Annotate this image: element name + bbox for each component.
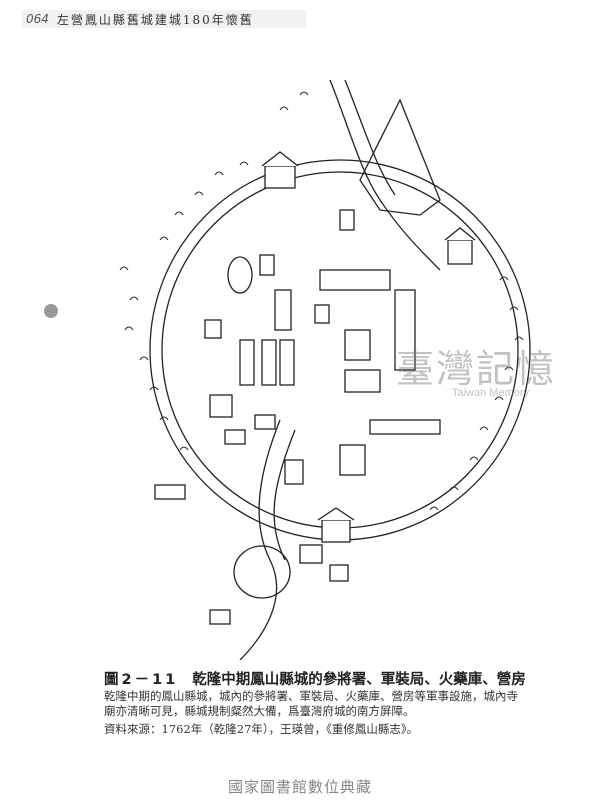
page-number: 064 [26, 12, 49, 26]
north-gate [261, 151, 299, 189]
running-header: 064 左營鳳山縣舊城建城180年懷舊 [22, 10, 306, 28]
figure-title: 乾隆中期鳳山縣城的參將署、軍裝局、火藥庫、營房 [192, 672, 526, 688]
figure-number: 圖2－11 [104, 672, 179, 688]
watermark: 臺灣記憶 Taiwan Memory [396, 350, 556, 399]
west-gate [209, 394, 233, 418]
south-pond [233, 545, 291, 599]
watermark-zh: 臺灣記憶 [396, 347, 557, 391]
city-map-illustration [119, 79, 531, 660]
figure-source: 資料來源：1762年（乾隆27年），王瑛曾，《重修鳳山縣志》。 [104, 722, 419, 736]
buildings [154, 209, 441, 625]
south-gate [317, 507, 355, 543]
mountain [359, 98, 441, 216]
figure-description: 乾隆中期的鳳山縣城，城內的參將署、軍裝局、火藥庫、營房等軍事設施，城內寺廟亦清晰… [104, 689, 518, 718]
collection-footer: 國家圖書館數位典藏 [227, 778, 372, 796]
margin-marker [44, 304, 58, 318]
running-title: 左營鳳山縣舊城建城180年懷舊 [56, 12, 254, 27]
trees [119, 91, 524, 511]
river [329, 79, 441, 271]
watermark-en: Taiwan Memory [452, 387, 530, 399]
west-pond [227, 256, 253, 294]
figure-caption: 圖2－11 乾隆中期鳳山縣城的參將署、軍裝局、火藥庫、營房 [104, 668, 526, 689]
east-gate [444, 227, 476, 265]
south-stream [239, 419, 296, 660]
